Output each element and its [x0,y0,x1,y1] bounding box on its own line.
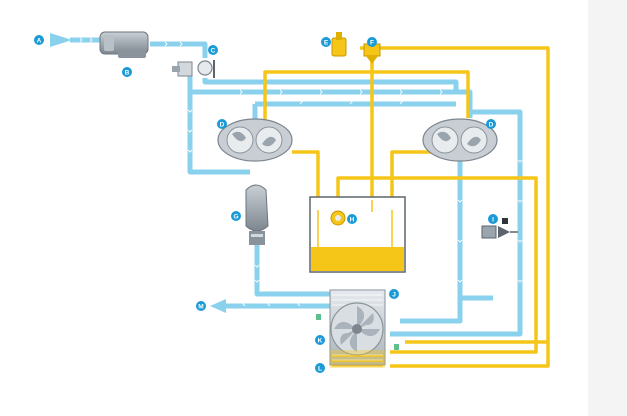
oil-top-loop-line [263,70,470,120]
compressor-element-right [422,118,498,162]
air-valve-down-line [187,70,473,118]
oil-right-comp-to-tank [390,150,432,200]
svg-text:D: D [489,121,494,128]
oil-left-comp-to-tank [292,150,320,200]
oil-top-right-line [360,46,550,368]
air-lines [70,37,523,337]
device-i [481,218,518,239]
marker-i: I [488,214,498,224]
svg-text:E: E [324,39,329,46]
marker-k: K [315,335,325,345]
inlet-valve [172,60,215,78]
cooler-assembly [329,289,386,368]
oil-lines [263,46,550,368]
svg-text:K: K [318,337,323,344]
marker-h: H [347,214,357,224]
svg-text:L: L [318,365,322,372]
oil-tank [309,196,406,273]
valve-e [331,32,347,57]
condensate-drains [316,314,399,350]
svg-text:J: J [392,291,396,298]
air-inner-loop-line [202,78,459,92]
svg-text:F: F [370,39,374,46]
marker-b: B [122,67,132,77]
svg-text:C: C [211,47,216,54]
marker-f: F [367,37,377,47]
side-panel [588,0,627,416]
svg-text:H: H [350,216,355,223]
marker-d-right: D [486,119,496,129]
air-right-comp-down [400,160,463,324]
air-filter-to-valve-line [150,41,208,58]
compressor-element-left [217,118,293,162]
marker-d-left: D [217,119,227,129]
marker-l: L [315,363,325,373]
valve-f [363,43,381,64]
svg-text:B: B [125,69,130,76]
air-outlet-arrow [210,299,226,313]
marker-j: J [389,289,399,299]
oil-separator [245,184,269,245]
marker-c: C [208,45,218,55]
marker-m: M [196,301,206,311]
svg-text:A: A [37,37,42,44]
marker-g: G [231,211,241,221]
svg-text:I: I [492,216,494,223]
marker-e: E [321,37,331,47]
air-filter [99,31,149,58]
air-flow-chevrons [79,37,523,307]
air-left-down-line [187,92,250,175]
air-inlet-arrow [50,33,72,47]
air-separator-line [254,245,330,297]
svg-text:M: M [198,303,203,310]
air-right-outer-loop [390,109,523,337]
marker-a: A [34,35,44,45]
svg-text:D: D [220,121,225,128]
oil-tank-top-line [336,176,538,354]
svg-text:G: G [233,213,238,220]
